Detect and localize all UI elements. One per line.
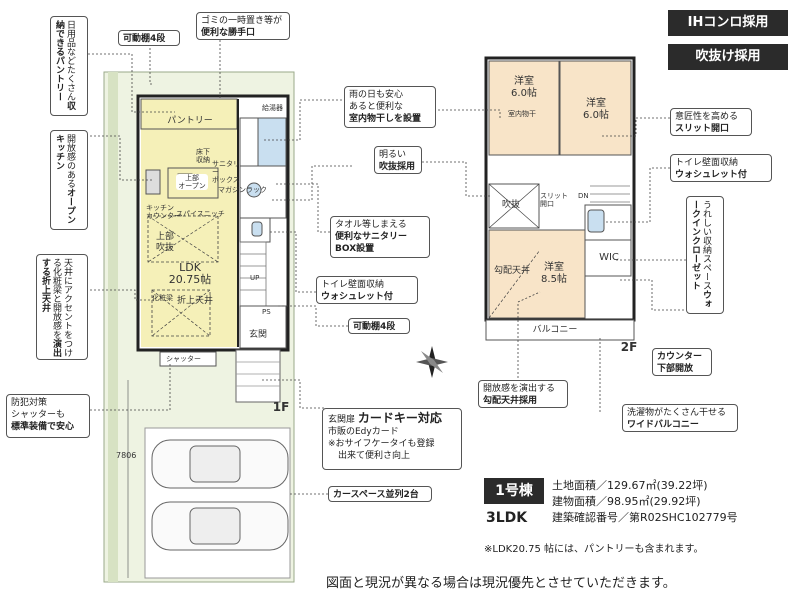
disclaimer: 図面と現況が異なる場合は現況優先とさせていただきます。 [326, 576, 676, 591]
monohoshi-label: 室内物干 [508, 110, 536, 118]
genkan-label: 玄関 [248, 330, 267, 340]
bright-fukinuke-callout: 明るい 吹抜採用 [374, 146, 422, 174]
entrance-cardkey-callout: 玄関扉 カードキー対応 市販のEdyカード ※おサイフケータイも登録 出来て便利… [322, 408, 462, 470]
upper-open-label: 上部オープン [176, 174, 208, 190]
land-area: 土地面積／129.67㎡(39.22坪) [552, 479, 708, 492]
indoor-drying-callout: 雨の日も安心 あると便利な 室内物干しを設置 [344, 86, 436, 128]
shutter-callout: 防犯対策 シャッターも 標準装備で安心 [6, 394, 90, 438]
balcony-label: バルコニー [532, 325, 578, 335]
dn-label: DN [578, 192, 589, 200]
ldk-area [141, 99, 237, 347]
fukinuke-badge: 吹抜け採用 [668, 44, 788, 70]
magazine-rack-label: マガジンラック [218, 186, 267, 194]
trash-door-callout: ゴミの一時置き等が 便利な勝手口 [196, 12, 290, 40]
confirmation-number: 建築確認番号／第R02SHC102779号 [552, 511, 738, 524]
unit-badge: 1号棟 [484, 478, 544, 504]
ih-badge: IHコンロ採用 [668, 10, 788, 36]
car-1 [151, 439, 289, 489]
floor2-label: 2F [620, 340, 638, 354]
compass-icon [416, 346, 448, 378]
bath-area [257, 117, 287, 167]
room1 [488, 60, 560, 156]
wic-callout: うれしい収納スペースウォークインクローゼット [686, 196, 724, 314]
slit-label: スリット開口 [540, 192, 568, 208]
shutter-label: シャッター [166, 355, 201, 363]
room2 [559, 60, 632, 156]
dimension-label: 7806 [116, 451, 137, 460]
pantry-label: パントリー [167, 116, 213, 126]
kobai-callout: 開放感を演出する 勾配天井採用 [478, 380, 568, 408]
sanitary-box-callout: タオル等しまえる 便利なサニタリー BOX設置 [330, 216, 430, 258]
room3 [488, 229, 586, 319]
kobai-label: 勾配天井 [493, 266, 530, 276]
floor1-label: 1F [272, 400, 290, 414]
balcony [485, 319, 635, 341]
stair-up-label: UP [250, 274, 260, 282]
open-kitchen-callout: 開放感のあるオープンキッチン [50, 130, 88, 230]
wic-label: WIC [599, 252, 619, 263]
carspace-callout: カースペース並列2台 [328, 486, 432, 502]
spice-niche-label: スパイスニッチ [176, 210, 225, 218]
keshoubari-label: 化粧梁 [152, 294, 173, 302]
shelf-bottom-callout: 可動棚4段 [348, 318, 410, 334]
toilet-1f-callout: トイレ壁面収納 ウォシュレット付 [316, 276, 418, 304]
ps-label: PS [262, 308, 271, 316]
toilet-2f-callout: トイレ壁面収納 ウォシュレット付 [670, 154, 772, 182]
info-lines: 土地面積／129.67㎡(39.22坪) 建物面積／98.95㎡(29.92坪)… [552, 478, 738, 526]
slit-callout: 意匠性を高める スリット開口 [670, 108, 752, 136]
balcony-callout: 洗濯物がたくさん干せる ワイドバルコニー [622, 404, 738, 432]
sanitary-box-label: サニタリーボックス [212, 160, 240, 184]
water-heater-label: 給湯器 [262, 104, 283, 112]
fukinuke-2f-label: 吹抜 [501, 200, 520, 210]
fukinuke-1f-label: 上部吹抜 [155, 232, 174, 253]
shelf-top-callout: 可動棚4段 [118, 30, 180, 46]
building-area: 建物面積／98.95㎡(29.92坪) [552, 495, 701, 508]
pantry-callout: 日用品などたくさん収納できるパントリー [50, 16, 88, 116]
ldk-note: ※LDK20.75 帖には、パントリーも含まれます。 [484, 544, 704, 555]
car-2 [151, 501, 289, 551]
oriage-label: 折上天井 [176, 296, 213, 306]
counter-callout: カウンター 下部開放 [652, 348, 712, 376]
underfloor-label: 床下収納 [196, 148, 210, 164]
layout-label: 3LDK [486, 510, 528, 526]
kitchen-label: キッチンカウンター [146, 204, 181, 220]
ceiling-callout: 天井にアクセントをつける化粧梁と開放感を演出する折上天井 [36, 254, 88, 360]
